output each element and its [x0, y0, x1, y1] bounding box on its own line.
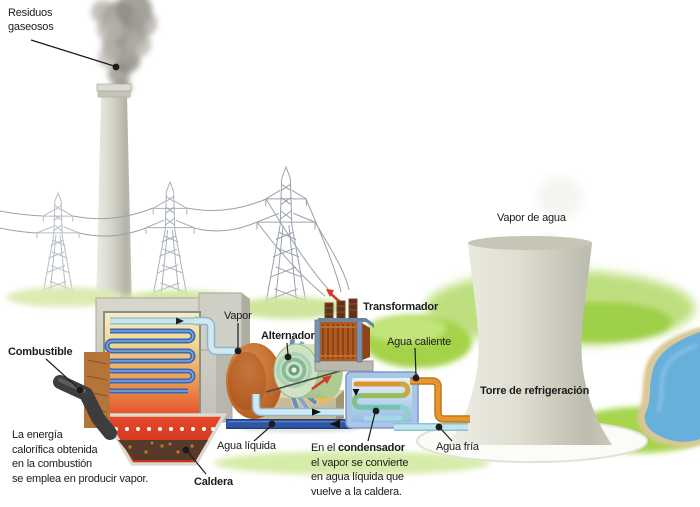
cooling-tower	[416, 236, 648, 463]
label-residuos-gaseosos: Residuos gaseosos	[8, 7, 54, 33]
caption-condensador: En el condensador el vapor se convierte …	[311, 441, 431, 499]
label-caldera: Caldera	[194, 476, 233, 488]
water-vapour-steam	[469, 115, 592, 248]
flow-arrow-return	[330, 419, 340, 429]
burner-dots	[114, 427, 215, 431]
caption-condensador-suffix: el vapor se convierte en agua líquida qu…	[311, 456, 409, 498]
hot-water-pipe	[410, 377, 470, 423]
transformer	[314, 298, 374, 372]
flow-arrow-condenser	[352, 389, 360, 396]
smoke-plume	[91, 0, 157, 97]
flow-arrow-steam	[312, 408, 321, 416]
label-transformador: Transformador	[363, 301, 439, 313]
steam-pipe	[194, 316, 260, 356]
label-vapor-de-agua: Vapor de agua	[497, 212, 566, 224]
label-torre-refrigeracion: Torre de refrigeración	[480, 385, 590, 397]
firebox-hopper	[100, 413, 228, 466]
flow-arrow-coil	[176, 317, 184, 325]
label-alternador: Alternador	[261, 330, 315, 342]
transformer-bushings	[324, 298, 358, 324]
exhaust-steam-pipe	[251, 394, 344, 417]
condenser	[345, 371, 419, 429]
label-agua-fria: Agua fría	[436, 441, 479, 453]
label-combustible: Combustible	[8, 346, 73, 358]
label-agua-liquida: Agua líquida	[217, 440, 276, 452]
power-lines	[0, 198, 350, 297]
callout-pointers	[30, 39, 453, 475]
caption-condensador-prefix: En el	[311, 442, 338, 454]
turbine	[226, 343, 282, 419]
river-water	[637, 327, 700, 448]
label-vapor: Vapor	[224, 310, 252, 322]
label-agua-caliente: Agua caliente	[387, 336, 452, 348]
caption-combustion: La energía calorífica obtenida en la com…	[12, 429, 149, 485]
red-arrow-generator	[311, 375, 332, 391]
caption-condensador-bold: condensador	[337, 442, 405, 454]
chimney	[96, 83, 132, 308]
condenser-coil	[351, 381, 411, 421]
